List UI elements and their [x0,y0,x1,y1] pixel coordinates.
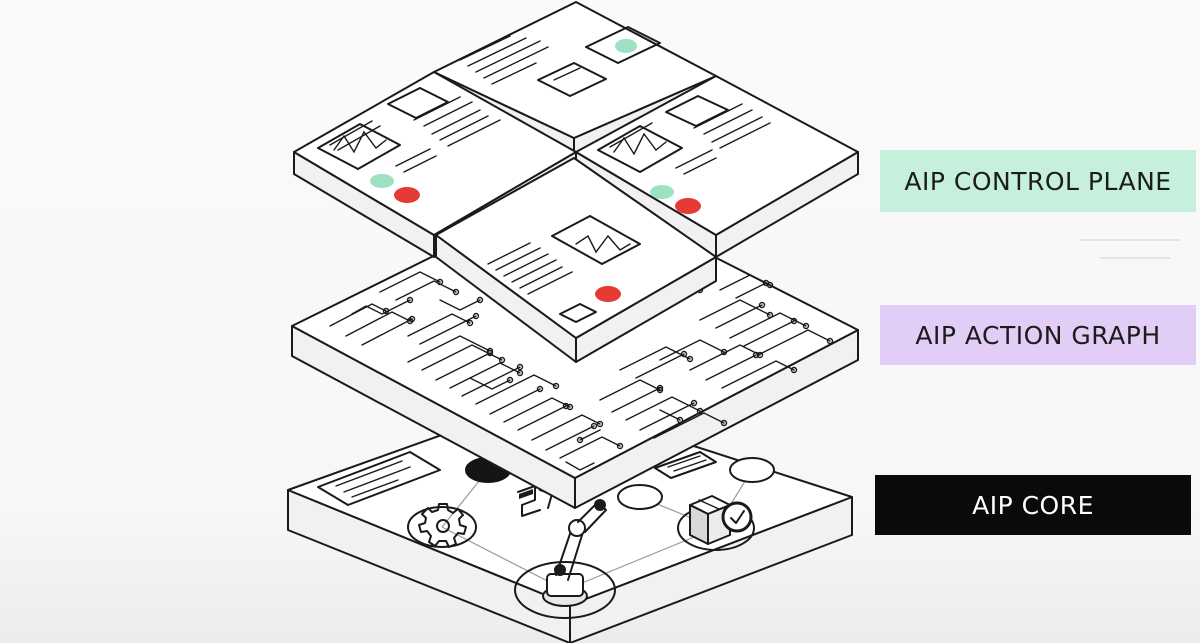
aip-control-plane-label: AIP CONTROL PLANE [880,150,1196,212]
gear-icon [418,503,467,548]
control-panel-right [575,75,859,258]
control-panel-front [435,157,717,363]
core-document-card [317,451,441,506]
package-box-icon [689,495,753,545]
robot-arm-icon [542,499,607,607]
aip-core-label: AIP CORE [875,475,1191,535]
control-plane-layer [293,1,859,363]
circuit-traces [329,271,834,471]
aip-action-graph-label: AIP ACTION GRAPH [880,305,1196,365]
background-decoration [1079,239,1181,259]
